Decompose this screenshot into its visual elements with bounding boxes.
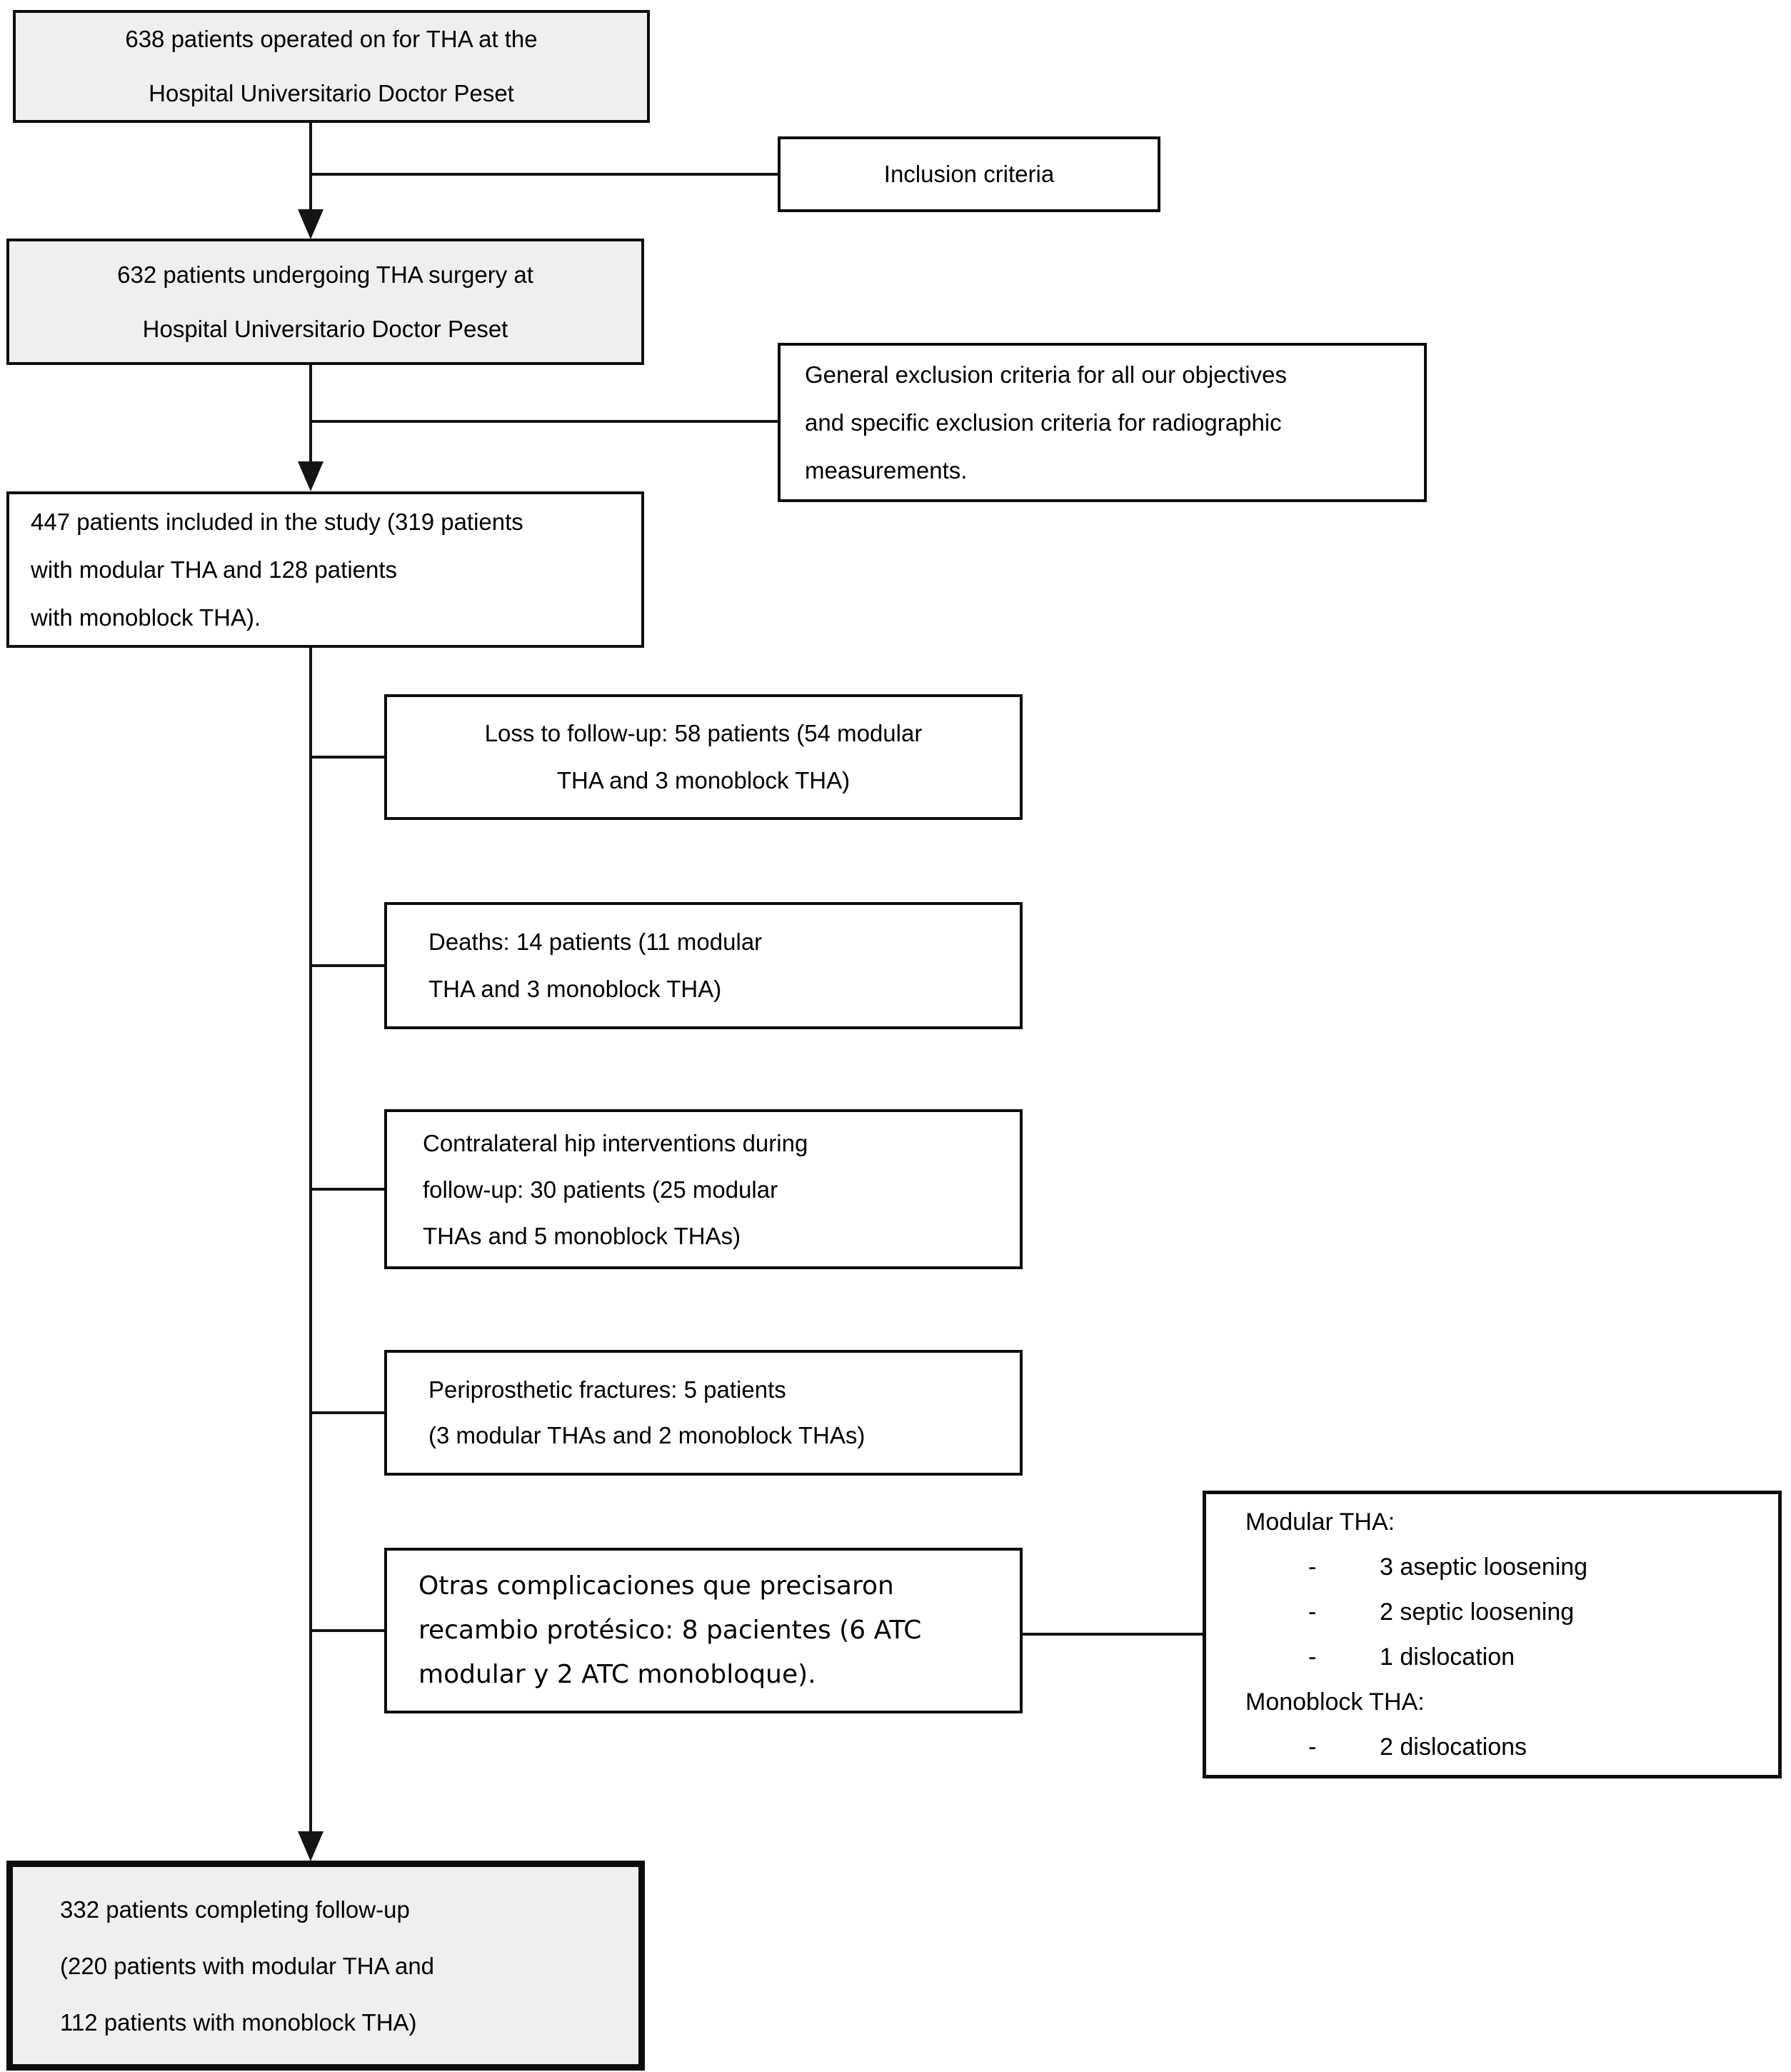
connector-to-deaths-box [311, 964, 385, 967]
connector-box447-to-box332 [309, 648, 312, 1833]
list-item: - 2 dislocations [1245, 1725, 1778, 1770]
box-otras-complicaciones: Otras complicaciones que precisaron reca… [384, 1548, 1023, 1713]
list-item: - 1 dislocation [1245, 1635, 1778, 1680]
text-line: 632 patients undergoing THA surgery at [117, 261, 533, 288]
box-447-patients-included: 447 patients included in the study (319 … [6, 491, 644, 648]
text-line: modular y 2 ATC monobloque). [418, 1660, 816, 1689]
text-line: with monoblock THA). [31, 604, 261, 631]
text-line: Periprosthetic fractures: 5 patients [428, 1376, 786, 1403]
modular-tha-header: Modular THA: [1245, 1508, 1395, 1536]
text-line: and specific exclusion criteria for radi… [805, 409, 1282, 436]
text-line: Inclusion criteria [883, 161, 1055, 187]
text-line: THAs and 5 monoblock THAs) [423, 1222, 741, 1249]
arrowhead-into-box332 [298, 1831, 323, 1861]
text-line: with modular THA and 128 patients [31, 556, 398, 583]
text-line: recambio protésico: 8 pacientes (6 ATC [418, 1616, 922, 1645]
text-line: THA and 3 monoblock THA) [556, 767, 851, 794]
text-line: measurements. [805, 457, 968, 484]
connector-to-exclusion-criteria [311, 420, 778, 423]
text-line: Loss to follow-up: 58 patients (54 modul… [484, 720, 923, 746]
list-item-label: 2 septic loosening [1380, 1598, 1575, 1626]
list-item-label: 2 dislocations [1380, 1733, 1527, 1761]
box-638-patients-operated: 638 patients operated on for THA at the … [13, 10, 650, 123]
connector-to-loss-box [311, 756, 385, 759]
box-periprosthetic-fractures: Periprosthetic fractures: 5 patients (3 … [384, 1350, 1023, 1476]
text-line: Contralateral hip interventions during [423, 1129, 808, 1156]
connector-box632-to-box447 [309, 365, 312, 465]
box-332-patients-completing: 332 patients completing follow-up (220 p… [6, 1861, 645, 2071]
text-line: 638 patients operated on for THA at the [125, 26, 538, 52]
arrowhead-into-box632 [298, 209, 323, 239]
connector-to-fractures-box [311, 1411, 385, 1414]
text-line: Hospital Universitario Doctor Peset [142, 315, 508, 342]
text-line: Hospital Universitario Doctor Peset [149, 80, 514, 106]
text-line: (3 modular THAs and 2 monoblock THAs) [428, 1422, 866, 1448]
text-line: follow-up: 30 patients (25 modular [423, 1176, 778, 1203]
box-loss-to-follow-up: Loss to follow-up: 58 patients (54 modul… [384, 694, 1023, 820]
connector-to-contralateral-box [311, 1188, 385, 1191]
list-item: - 2 septic loosening [1245, 1590, 1778, 1635]
text-line: General exclusion criteria for all our o… [805, 361, 1287, 388]
connector-to-otras-box [311, 1629, 385, 1632]
text-line: 112 patients with monoblock THA) [60, 2008, 417, 2036]
list-item: - 3 aseptic loosening [1245, 1545, 1778, 1590]
text-line: 447 patients included in the study (319 … [31, 509, 523, 535]
box-exclusion-criteria: General exclusion criteria for all our o… [778, 343, 1427, 502]
box-632-patients-undergoing: 632 patients undergoing THA surgery at H… [6, 239, 644, 365]
arrowhead-into-box447 [298, 461, 323, 491]
bullet-dash: - [1308, 1733, 1317, 1761]
monoblock-tha-header: Monoblock THA: [1245, 1688, 1425, 1716]
box-contralateral-interventions: Contralateral hip interventions during f… [384, 1109, 1023, 1269]
text-line: Deaths: 14 patients (11 modular [428, 929, 763, 955]
bullet-dash: - [1308, 1553, 1317, 1581]
box-revision-complications-detail: Modular THA: - 3 aseptic loosening - 2 s… [1203, 1491, 1782, 1778]
list-item-label: 1 dislocation [1380, 1643, 1515, 1671]
text-line: 332 patients completing follow-up [60, 1896, 410, 1923]
bullet-dash: - [1308, 1598, 1317, 1626]
text-line: (220 patients with modular THA and [60, 1952, 435, 1979]
list-item-label: 3 aseptic loosening [1380, 1553, 1588, 1581]
bullet-dash: - [1308, 1643, 1317, 1671]
text-line: Otras complicaciones que precisaron [418, 1571, 894, 1601]
connector-box638-to-box632 [309, 123, 312, 213]
connector-to-inclusion-criteria [311, 173, 778, 176]
connector-otras-to-complications [1023, 1633, 1203, 1636]
text-line: THA and 3 monoblock THA) [428, 976, 722, 1002]
box-deaths: Deaths: 14 patients (11 modular THA and … [384, 902, 1023, 1029]
box-inclusion-criteria: Inclusion criteria [778, 136, 1160, 212]
